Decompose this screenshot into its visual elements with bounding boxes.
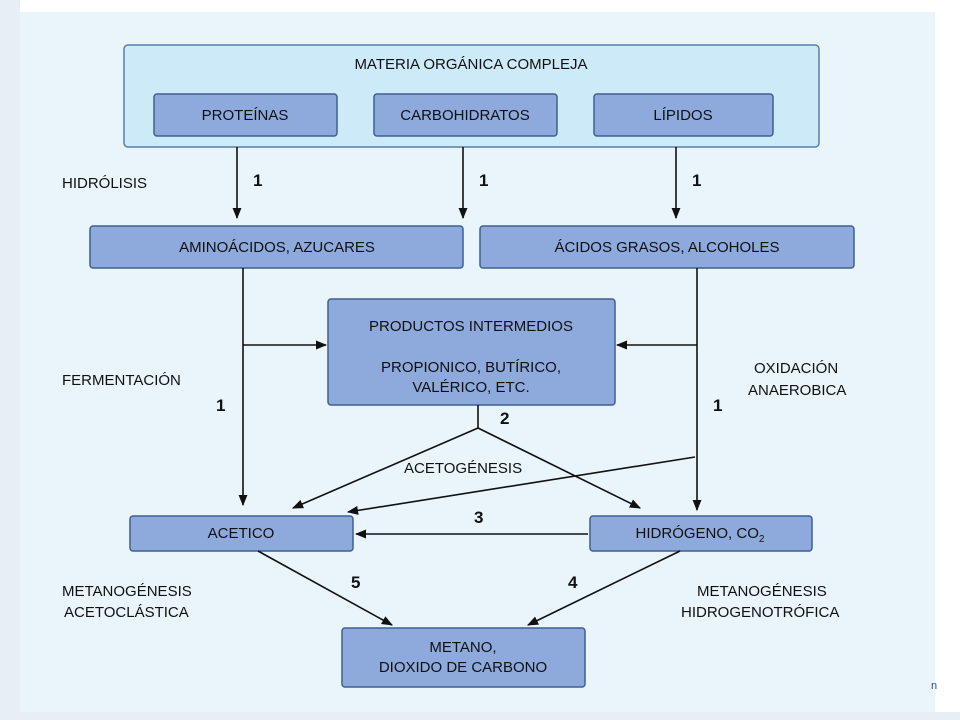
arrow-intermedios-to-acetico [291,427,479,509]
metano-label-line1: METANO, [429,639,496,656]
productos-intermedios-line3: VALÉRICO, ETC. [412,379,529,396]
hidrolisis-number-3: 1 [692,171,701,190]
hidrolisis-number-2: 1 [479,171,488,190]
acetogenesis-number: 2 [500,409,509,428]
background-left-strip [0,0,20,720]
arrow-intermedios-to-hidrogeno [477,427,642,509]
background-text-fragment: n [931,680,938,692]
productos-intermedios-box [327,298,616,406]
acetico-box [129,515,354,552]
carbohidratos-box [373,93,558,137]
arrow-hidrogeno-to-metano [526,550,681,626]
metanogenesis-hidrogenotrofica-line2: HIDROGENOTRÓFICA [681,604,839,621]
hidrogeno-acetico-number: 3 [474,508,483,527]
arrow-oxidacion-to-acetico [346,456,696,515]
fermentacion-label: FERMENTACIÓN [62,372,181,389]
hidrogeno-box [589,515,813,552]
oxidacion-number: 1 [713,396,722,415]
productos-intermedios-title: PRODUCTOS INTERMEDIOS [369,318,573,335]
materia-organica-title: MATERIA ORGÁNICA COMPLEJA [354,56,587,73]
proteinas-label: PROTEÍNAS [202,107,289,124]
arrow-acetico-to-metano [257,550,393,626]
carbohidratos-label: CARBOHIDRATOS [400,107,529,124]
background-bottom-strip [0,712,960,720]
oxidacion-label-line2: ANAEROBICA [748,382,846,399]
acidos-grasos-box [479,225,855,269]
hidrogeno-label-text: HIDRÓGENO, CO [636,525,759,542]
metanogenesis-acetoclastica-line2: ACETOCLÁSTICA [64,604,189,621]
hidrolisis-label: HIDRÓLISIS [62,175,147,192]
acidos-grasos-label: ÁCIDOS GRASOS, ALCOHOLES [554,239,779,256]
lipidos-box [593,93,774,137]
hidrolisis-number-1: 1 [253,171,262,190]
aminoacidos-label: AMINOÁCIDOS, AZUCARES [179,239,375,256]
metanogenesis-hidrogenotrofica-line1: METANOGÉNESIS [697,583,827,600]
metano-aceto-number: 5 [351,573,360,592]
metanogenesis-acetoclastica-line1: METANOGÉNESIS [62,583,192,600]
metano-box [341,627,586,688]
productos-intermedios-line2: PROPIONICO, BUTÍRICO, [381,359,561,376]
metano-label-line2: DIOXIDO DE CARBONO [379,659,547,676]
aminoacidos-box [89,225,464,269]
fermentacion-number: 1 [216,396,225,415]
lipidos-label: LÍPIDOS [653,107,712,124]
acetogenesis-label: ACETOGÉNESIS [404,460,522,477]
acetico-label: ACETICO [208,525,275,542]
metano-hidro-number: 4 [568,573,578,592]
hidrogeno-label: HIDRÓGENO, CO2 [636,525,765,545]
proteinas-box [153,93,338,137]
hidrogeno-subscript: 2 [759,534,765,545]
oxidacion-label-line1: OXIDACIÓN [754,360,838,377]
